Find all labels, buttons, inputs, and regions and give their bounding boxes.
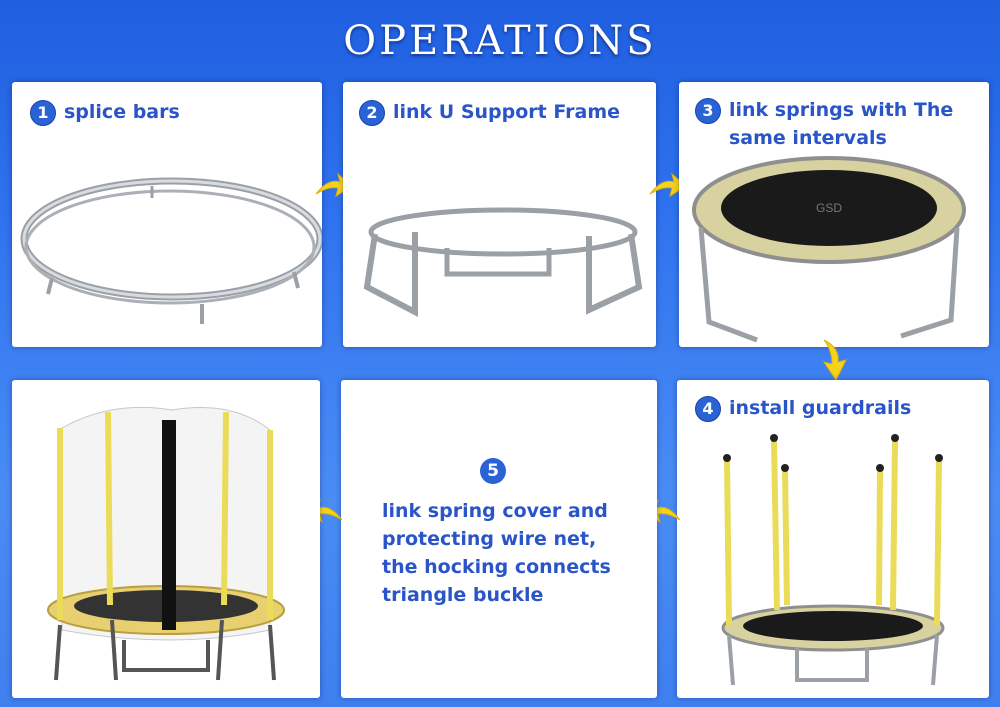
step-label-line-2: protecting wire net, — [382, 528, 597, 550]
step-number-badge: 1 — [30, 100, 56, 126]
step-label-line-3: the hocking connects — [382, 556, 611, 578]
step-3-caption: 3 link springs with The same intervals — [695, 96, 953, 152]
step-2-panel: 2 link U Support Frame — [343, 82, 656, 347]
finished-trampoline-illustration — [47, 406, 285, 681]
guardrails-illustration — [721, 434, 945, 686]
step-4-panel: 4 install guardrails — [677, 380, 989, 698]
step-number-badge: 5 — [480, 458, 506, 484]
step-label: splice bars — [64, 101, 180, 123]
step-label: install guardrails — [729, 397, 912, 419]
step-1-panel: 1 splice bars — [12, 82, 322, 347]
step-3-panel: 3 link springs with The same intervals G… — [679, 82, 989, 347]
step-5-panel — [341, 380, 657, 698]
step-number-badge: 2 — [359, 100, 385, 126]
page-title: OPERATIONS — [343, 18, 657, 64]
step-number-badge: 3 — [695, 98, 721, 124]
step-1-caption: 1 splice bars — [30, 98, 180, 126]
step-label-line-1: link springs with The — [729, 99, 954, 121]
u-support-frame-illustration — [363, 207, 643, 317]
step-2-caption: 2 link U Support Frame — [359, 98, 620, 126]
step-5-caption: link spring cover and protecting wire ne… — [382, 455, 672, 609]
brand-mark: GSD — [816, 201, 842, 215]
step-label: link U Support Frame — [393, 101, 621, 123]
step-4-caption: 4 install guardrails — [695, 394, 911, 422]
step-label-line-2: same intervals — [729, 127, 887, 149]
trampoline-springs-illustration: GSD — [692, 156, 966, 343]
final-trampoline-panel — [12, 380, 320, 698]
arrow-down-icon — [822, 339, 847, 381]
ring-frame-illustration — [20, 177, 322, 324]
step-label-line-1: link spring cover and — [382, 500, 608, 522]
step-label-line-4: triangle buckle — [382, 584, 544, 606]
step-number-badge: 4 — [695, 396, 721, 422]
